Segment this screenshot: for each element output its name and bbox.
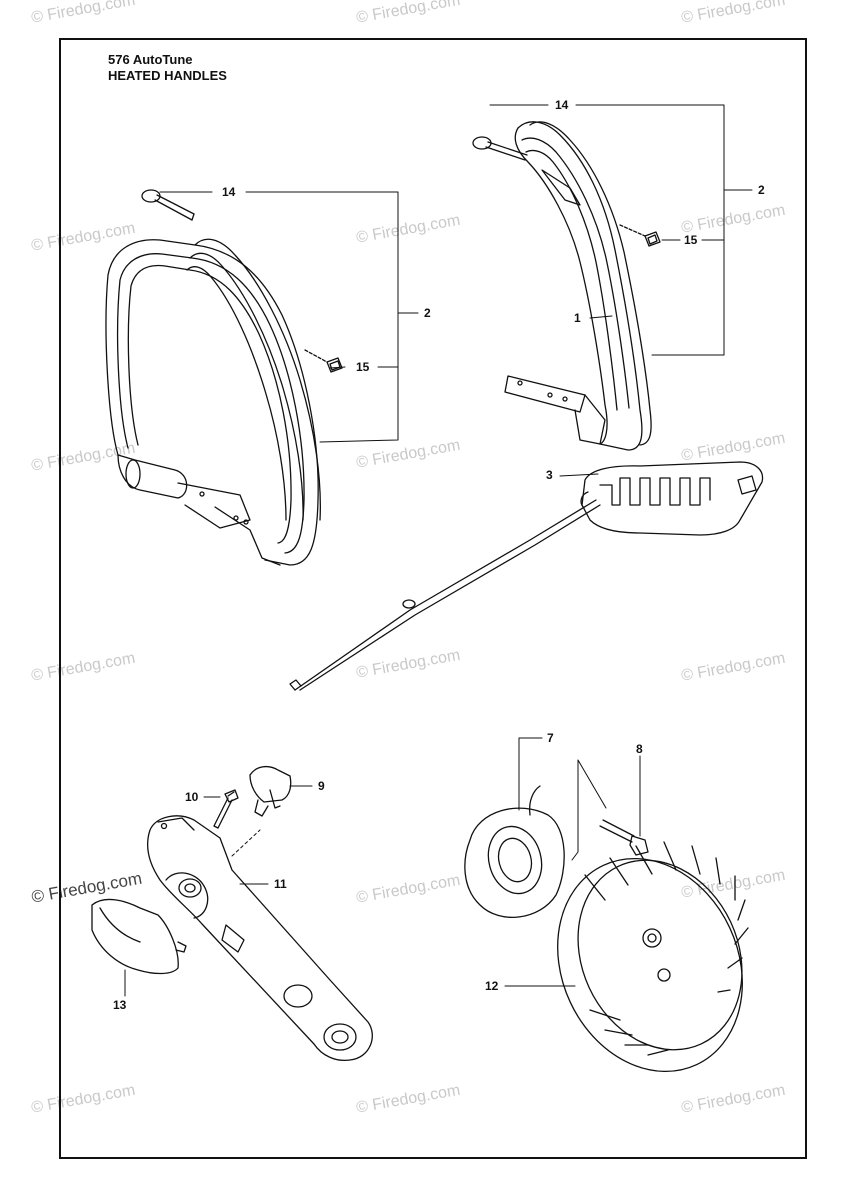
callout-15-right: 15 (684, 233, 698, 247)
callout-11: 11 (274, 877, 287, 891)
flywheel-assembly (464, 737, 749, 1073)
section-title: HEATED HANDLES (108, 68, 227, 83)
callout-2-right: 2 (758, 183, 765, 197)
callout-7: 7 (547, 731, 554, 745)
callout-9: 9 (318, 779, 325, 793)
callout-leaders (124, 104, 753, 997)
callout-8: 8 (636, 742, 643, 756)
callout-14-right: 14 (555, 98, 569, 112)
model-title: 576 AutoTune (108, 52, 193, 67)
callout-13: 13 (113, 998, 127, 1012)
front-handle-left (105, 189, 343, 566)
heating-element (289, 461, 764, 691)
rear-handle-right (472, 121, 661, 451)
callout-15-left: 15 (356, 360, 370, 374)
callout-2-left: 2 (424, 306, 431, 320)
diagram-frame (59, 38, 807, 1159)
callout-10: 10 (185, 790, 199, 804)
callout-12: 12 (485, 979, 499, 993)
callout-1: 1 (574, 311, 581, 325)
callout-14-left: 14 (222, 185, 236, 199)
handle-bracket-assembly (91, 765, 373, 1062)
callout-3: 3 (546, 468, 553, 482)
